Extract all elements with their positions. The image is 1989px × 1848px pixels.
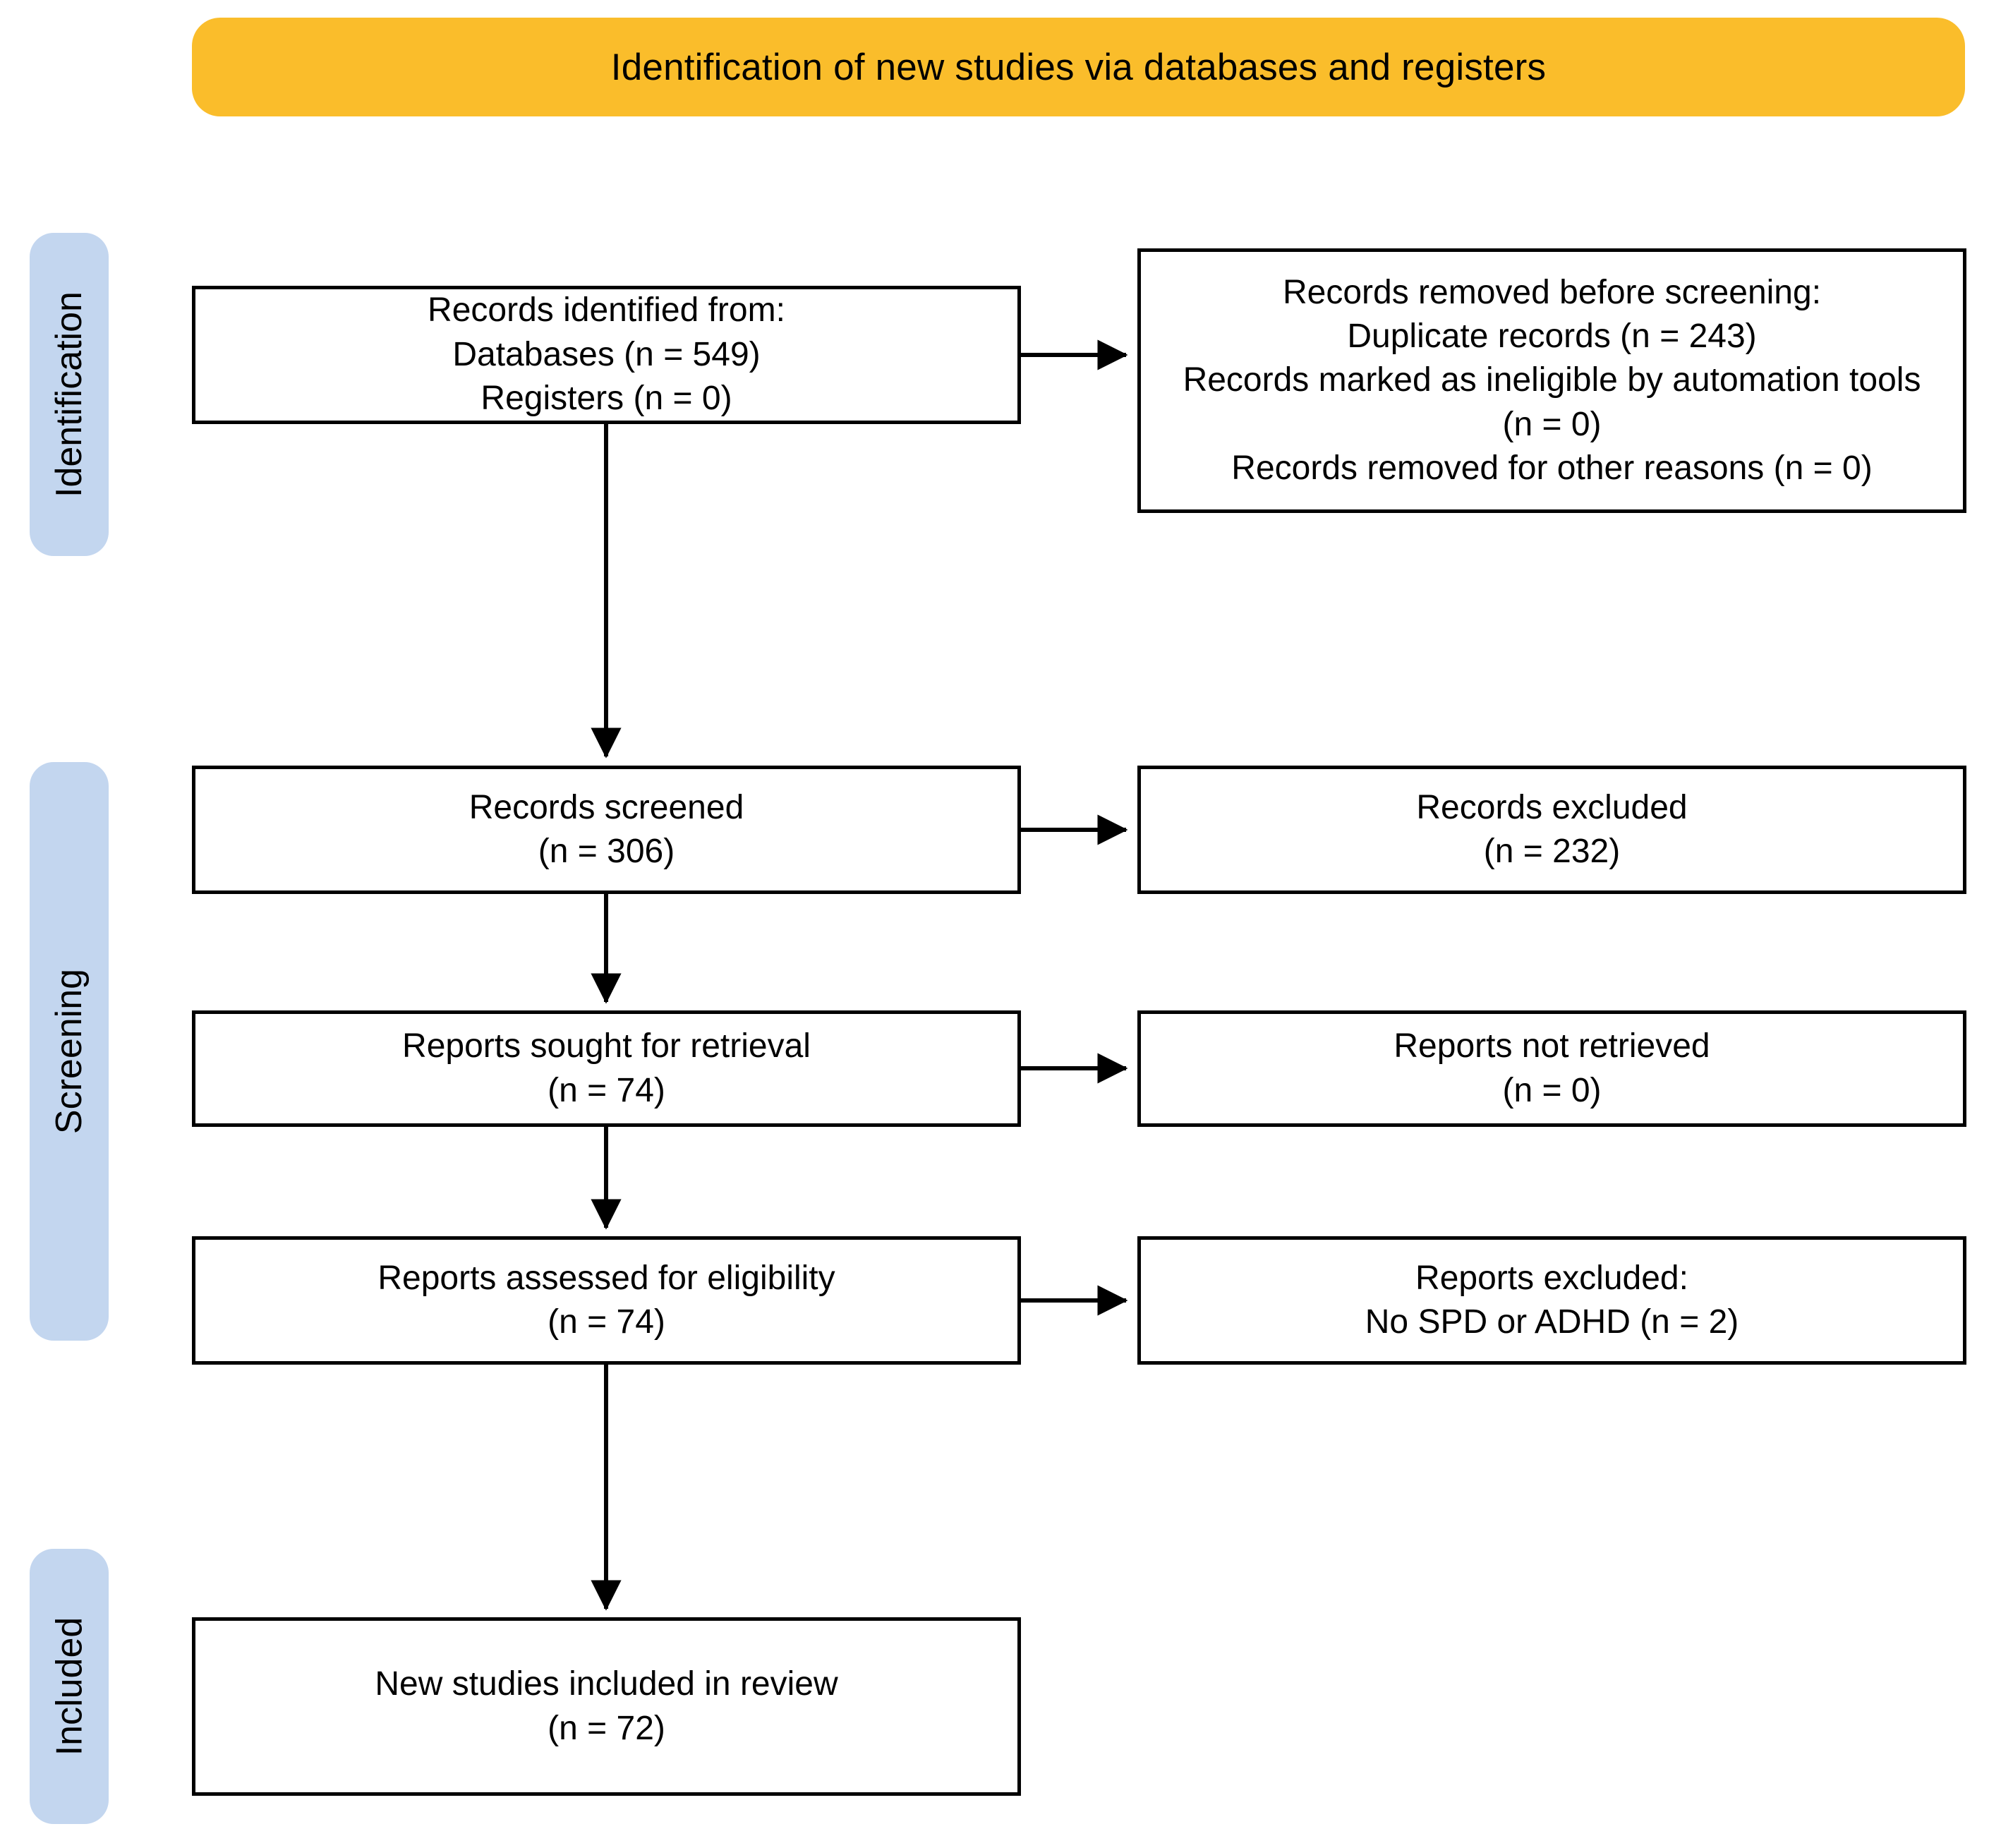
stage-label-identification: Identification <box>30 233 109 556</box>
box-line: (n = 74) <box>548 1071 665 1109</box>
diagram-title: Identification of new studies via databa… <box>610 46 1547 88</box>
stage-label-included: Included <box>30 1549 109 1824</box>
stage-label-included-text: Included <box>49 1617 90 1756</box>
box-line: New studies included in review <box>375 1665 838 1703</box>
stage-label-identification-text: Identification <box>49 291 90 497</box>
box-line: (n = 232) <box>1483 833 1621 870</box>
box-reports-sought-for-retrieval: Reports sought for retrieval (n = 74) <box>192 1010 1021 1127</box>
box-line: No SPD or ADHD (n = 2) <box>1365 1303 1739 1341</box>
box-line: Reports excluded: <box>1415 1259 1688 1297</box>
box-records-excluded: Records excluded (n = 232) <box>1137 766 1966 894</box>
box-line: Reports not retrieved <box>1393 1027 1710 1065</box>
box-line: Registers (n = 0) <box>480 380 732 418</box>
box-line: Reports assessed for eligibility <box>377 1259 835 1297</box>
box-line: Duplicate records (n = 243) <box>1347 317 1757 355</box>
box-reports-not-retrieved: Reports not retrieved (n = 0) <box>1137 1010 1966 1127</box>
box-line: Records identified from: <box>428 291 785 330</box>
box-line: Records removed before screening: <box>1282 273 1822 311</box>
box-line: Databases (n = 549) <box>452 335 761 373</box>
box-line: Records excluded <box>1416 788 1688 826</box>
box-line: Records screened <box>468 788 744 826</box>
box-line: (n = 0) <box>1502 1071 1602 1109</box>
box-reports-excluded: Reports excluded: No SPD or ADHD (n = 2) <box>1137 1236 1966 1365</box>
box-line: (n = 306) <box>538 833 675 870</box>
stage-label-screening: Screening <box>30 762 109 1341</box>
box-line: (n = 74) <box>548 1303 665 1341</box>
box-records-screened: Records screened (n = 306) <box>192 766 1021 894</box>
box-line: Reports sought for retrieval <box>402 1027 811 1065</box>
box-new-studies-included-in-review: New studies included in review (n = 72) <box>192 1617 1021 1796</box>
box-records-identified: Records identified from: Databases (n = … <box>192 286 1021 424</box>
box-line: (n = 72) <box>548 1709 665 1747</box>
box-reports-assessed-for-eligibility: Reports assessed for eligibility (n = 74… <box>192 1236 1021 1365</box>
box-line: Records removed for other reasons (n = 0… <box>1231 449 1873 488</box>
stage-label-screening-text: Screening <box>49 968 90 1135</box>
box-line: Records marked as ineligible by automati… <box>1183 361 1921 443</box>
box-records-removed-before-screening: Records removed before screening: Duplic… <box>1137 248 1966 513</box>
diagram-header-banner: Identification of new studies via databa… <box>192 18 1965 116</box>
